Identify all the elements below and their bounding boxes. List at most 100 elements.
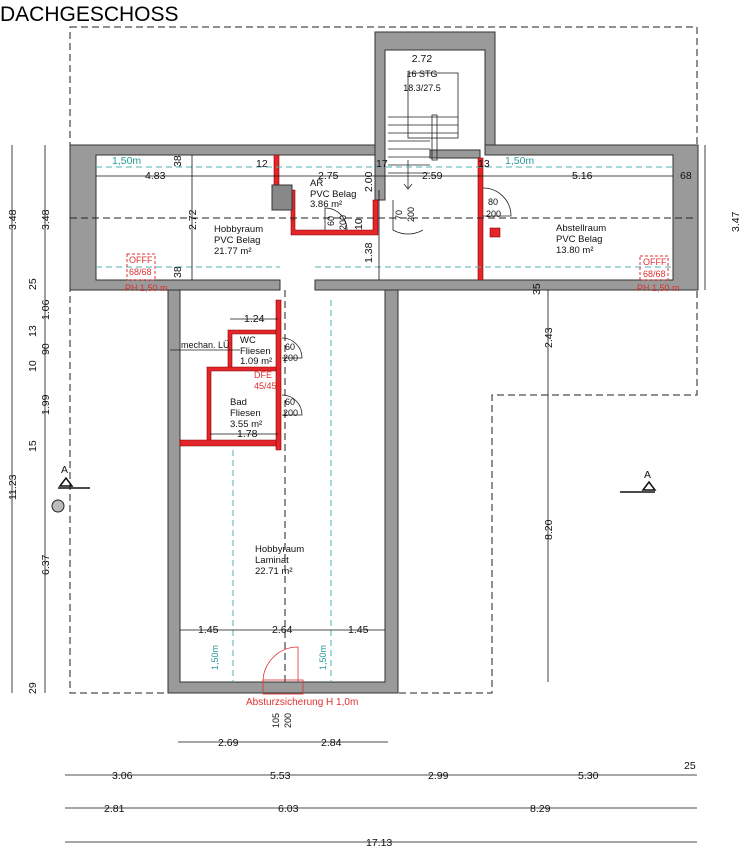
svg-text:10: 10 (27, 360, 39, 372)
skylight-left: OFFF 68/68 PH 1,50 m (125, 253, 168, 293)
guide-lines (70, 166, 697, 682)
svg-text:22.71 m²: 22.71 m² (255, 566, 293, 577)
svg-text:1.99: 1.99 (40, 394, 52, 415)
svg-text:68/68: 68/68 (643, 269, 666, 279)
dim-label: 35 (531, 283, 543, 295)
svg-text:13: 13 (27, 325, 39, 337)
clearance-label: 1,50m (210, 645, 220, 670)
dim-label: 1.78 (237, 428, 258, 440)
svg-text:200: 200 (338, 215, 348, 230)
svg-text:60: 60 (285, 342, 295, 352)
svg-text:5.53: 5.53 (270, 770, 291, 782)
stair-ratio: 18.3/27.5 (403, 83, 441, 93)
svg-text:Abstellraum: Abstellraum (556, 223, 606, 234)
svg-text:45/45: 45/45 (254, 381, 277, 391)
room-wc: WC Fliesen 1.09 m² (240, 335, 272, 367)
door-swings (262, 187, 512, 695)
svg-text:60: 60 (285, 397, 295, 407)
svg-text:A: A (644, 469, 651, 481)
door-wc: 60 200 (283, 342, 298, 363)
svg-text:80: 80 (488, 197, 498, 207)
svg-text:PVC Belag: PVC Belag (214, 235, 260, 246)
stair-width: 2.72 (412, 53, 433, 65)
dim-label: 2.00 (363, 171, 375, 192)
skylight-bath: DFE 45/45 (254, 370, 277, 391)
svg-text:70: 70 (394, 210, 404, 220)
svg-text:29: 29 (27, 682, 39, 694)
svg-text:Laminat: Laminat (255, 555, 289, 566)
svg-text:PH 1,50 m: PH 1,50 m (125, 283, 168, 293)
dim-label: 2.72 (187, 209, 199, 230)
svg-text:8.29: 8.29 (530, 803, 551, 815)
room-hobbyraum-upper: Hobbyraum PVC Belag 21.77 m² (214, 224, 263, 257)
left-dimension-outer: 3.48 11.23 (7, 209, 19, 500)
clearance-label: 1,50m (112, 155, 141, 167)
svg-text:200: 200 (406, 207, 416, 222)
dim-label: 1.24 (244, 313, 265, 325)
svg-text:5.30: 5.30 (578, 770, 599, 782)
railing-label: Absturzsicherung H 1,0m (246, 697, 358, 708)
svg-text:DFE: DFE (254, 370, 272, 380)
svg-text:60: 60 (326, 216, 336, 226)
svg-text:6.37: 6.37 (40, 554, 52, 575)
svg-text:3.86 m²: 3.86 m² (310, 199, 342, 210)
svg-text:2.99: 2.99 (428, 770, 449, 782)
walls (69, 31, 699, 694)
svg-text:21.77 m²: 21.77 m² (214, 246, 252, 257)
svg-text:200: 200 (486, 209, 501, 219)
svg-text:Bad: Bad (230, 397, 247, 408)
dim-label: 2.64 (272, 624, 293, 636)
dim-label: 5.16 (572, 170, 593, 182)
svg-text:PVC Belag: PVC Belag (310, 189, 356, 200)
room-bad: Bad Fliesen 3.55 m² (230, 397, 262, 430)
svg-text:3.55 m²: 3.55 m² (230, 419, 262, 430)
svg-text:Hobbyraum: Hobbyraum (255, 544, 304, 555)
dim-label: 1.45 (198, 624, 219, 636)
svg-text:Fliesen: Fliesen (230, 408, 261, 419)
svg-text:13.80 m²: 13.80 m² (556, 245, 594, 256)
dimension-lines (11, 145, 706, 843)
roof-outline (69, 26, 698, 694)
clearance-label: 1,50m (318, 645, 328, 670)
ventilation-label: mechan. LÜ (181, 340, 230, 350)
svg-text:OFFF: OFFF (129, 255, 153, 265)
svg-text:OFFF: OFFF (643, 257, 667, 267)
dim-label: 2.75 (318, 170, 339, 182)
svg-text:200: 200 (283, 408, 298, 418)
plan-title: DACHGESCHOSS (0, 3, 179, 26)
svg-text:90: 90 (40, 343, 52, 355)
dim-label: 68 (680, 170, 692, 182)
svg-text:2.69: 2.69 (218, 737, 239, 749)
dim-label: 38 (172, 155, 184, 167)
svg-text:AR: AR (310, 178, 323, 189)
svg-text:1.09 m²: 1.09 m² (240, 356, 272, 367)
room-ar: AR PVC Belag 3.86 m² (310, 178, 356, 210)
dim-label: 10 (353, 218, 365, 230)
svg-text:1.06: 1.06 (40, 299, 52, 320)
svg-text:3.06: 3.06 (112, 770, 133, 782)
dim-label: 8.20 (543, 519, 555, 540)
clearance-label: 1,50m (505, 155, 534, 167)
svg-text:PH 1,50 m: PH 1,50 m (637, 283, 680, 293)
dim-label: 4.83 (145, 170, 166, 182)
door-balcony: 105 200 (271, 713, 293, 728)
dim-label: 1.45 (348, 624, 369, 636)
svg-text:17.13: 17.13 (366, 837, 392, 849)
section-marker-right: A (620, 469, 657, 493)
dim-label: 2.43 (543, 327, 555, 348)
dim-label: 3.47 (730, 211, 742, 232)
left-dimension-inner: 3.48 25 1.06 13 90 10 1.99 15 6.37 29 (27, 209, 52, 694)
svg-text:2.84: 2.84 (321, 737, 342, 749)
svg-text:2.81: 2.81 (104, 803, 125, 815)
svg-text:105: 105 (271, 713, 281, 728)
room-hobbyraum-lower: Hobbyraum Laminat 22.71 m² (255, 544, 304, 577)
svg-text:6.03: 6.03 (278, 803, 299, 815)
dim-label: 13 (478, 158, 490, 170)
svg-text:200: 200 (283, 713, 293, 728)
dim-label: 12 (256, 158, 268, 170)
svg-text:3.48: 3.48 (40, 209, 52, 230)
section-marker-left: A (51, 464, 90, 513)
svg-text:Fliesen: Fliesen (240, 346, 271, 357)
door-ar: 60 200 (326, 215, 348, 230)
